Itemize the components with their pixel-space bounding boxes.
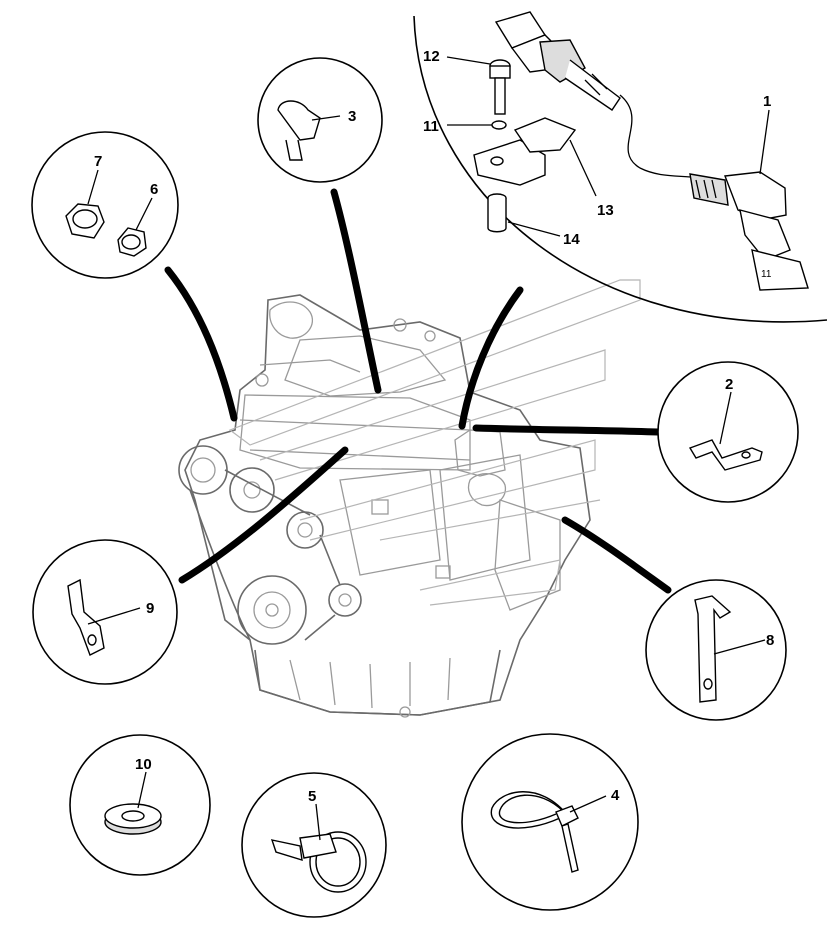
callout-number-10: 10 [135, 756, 152, 773]
leader-to-2 [472, 424, 662, 436]
callout-circle-9 [32, 539, 178, 685]
leader-8 [713, 639, 766, 655]
callout-number-9: 9 [146, 600, 154, 617]
leader-1 [759, 109, 770, 175]
leader-13 [569, 139, 597, 197]
clip-part-3 [277, 100, 321, 161]
bracket-part-2 [688, 439, 763, 471]
leader-to-3 [330, 188, 382, 394]
leader-to-7 [164, 266, 238, 422]
callout-number-3: 3 [348, 108, 356, 125]
callout-number-2: 2 [725, 376, 733, 393]
callout-number-11: 11 [423, 118, 439, 135]
callout-circle-7-6 [31, 131, 179, 279]
sleeve-part [487, 193, 507, 233]
washer-part [491, 120, 507, 130]
cable-tie-part-4 [490, 791, 579, 873]
leader-to-8 [561, 516, 672, 594]
callout-number-6: 6 [150, 181, 158, 198]
sensor-connector-part: 11 [494, 11, 809, 291]
callout-number-5: 5 [308, 788, 316, 805]
callout-number-14: 14 [563, 231, 580, 248]
hose-clamp-part-5 [270, 831, 367, 893]
leader-3 [311, 115, 341, 121]
leader-to-sensor [458, 286, 524, 430]
leader-to-9 [178, 446, 349, 584]
sensor-callout-arc [413, 15, 827, 323]
engine-illustration [178, 279, 641, 718]
bracket-part-8 [694, 595, 732, 703]
grommet-part-10 [104, 803, 162, 835]
sensor-connector-label: 11 [761, 269, 772, 280]
leader-14 [507, 221, 561, 237]
leader-10 [137, 771, 147, 809]
callout-number-12: 12 [423, 48, 440, 65]
leader-12 [446, 56, 491, 65]
callout-number-7: 7 [94, 153, 102, 170]
bracket-part-9 [67, 578, 105, 656]
nut-part-7 [65, 203, 105, 239]
nut-part-6 [117, 227, 147, 257]
leader-6 [135, 197, 153, 231]
callout-number-1: 1 [763, 93, 771, 110]
leader-4 [569, 795, 607, 813]
leader-7 [87, 169, 99, 205]
bolt-part [489, 59, 511, 115]
callout-number-4: 4 [611, 787, 620, 804]
callout-circle-2 [657, 361, 799, 503]
leader-2 [719, 391, 732, 445]
leader-5 [315, 803, 321, 841]
leader-9 [87, 607, 141, 625]
callout-circle-8 [645, 579, 787, 721]
bracket-part [473, 117, 577, 186]
callout-number-8: 8 [766, 632, 774, 649]
callout-number-13: 13 [597, 202, 614, 219]
